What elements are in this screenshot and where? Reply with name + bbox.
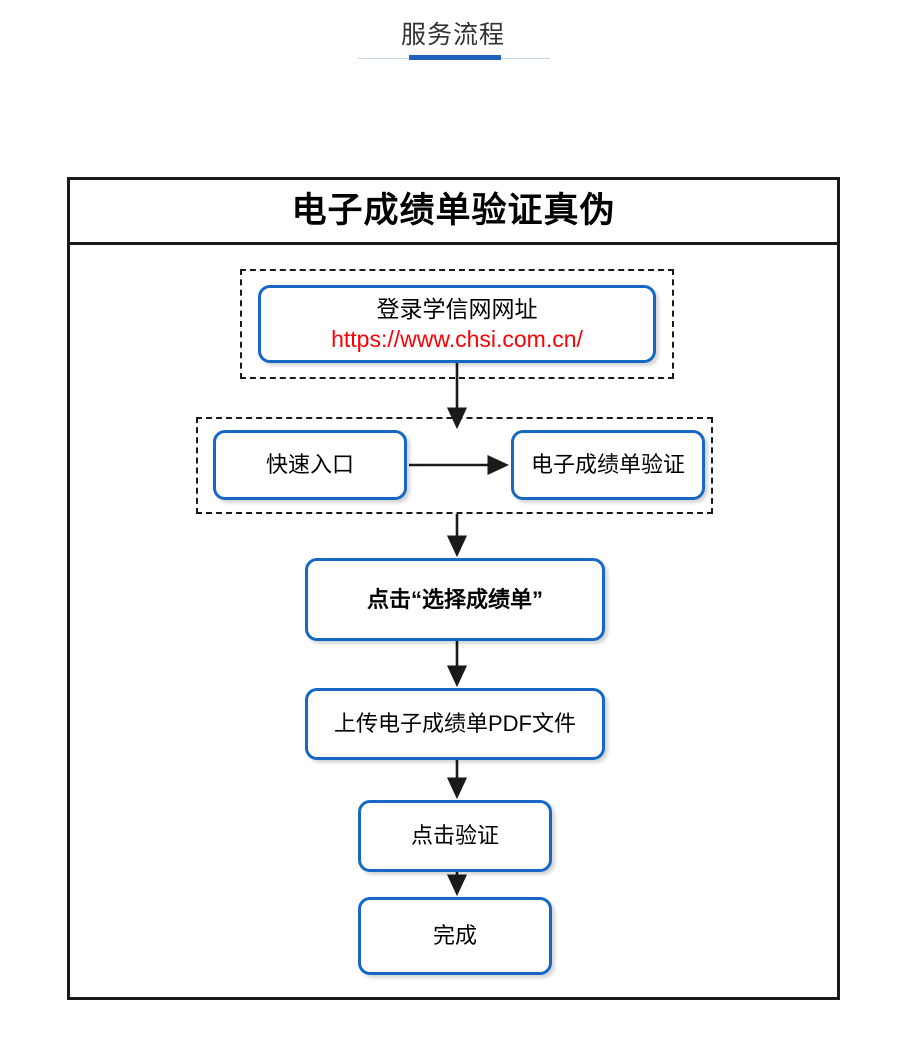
node-upload-pdf-label: 上传电子成绩单PDF文件	[333, 711, 576, 736]
node-click-verify-label: 点击验证	[410, 823, 499, 848]
flowchart-title-band: 电子成绩单验证真伪	[70, 180, 837, 245]
header-accent-bar	[409, 55, 501, 60]
node-select-transcript[interactable]: 点击“选择成绩单”	[305, 558, 605, 641]
node-select-transcript-label: 点击“选择成绩单”	[366, 586, 543, 612]
node-login-url-line1: 登录学信网网址	[376, 296, 538, 322]
node-finish[interactable]: 完成	[358, 897, 552, 975]
node-electronic-transcript-verify-label: 电子成绩单验证	[530, 452, 685, 477]
node-login-url-link[interactable]: https://www.chsi.com.cn/	[331, 326, 583, 352]
page-header: 服务流程	[0, 0, 906, 80]
node-quick-entry[interactable]: 快速入口	[213, 430, 407, 500]
node-quick-entry-label: 快速入口	[265, 452, 354, 477]
node-upload-pdf[interactable]: 上传电子成绩单PDF文件	[305, 688, 605, 760]
node-finish-label: 完成	[432, 923, 477, 948]
node-click-verify[interactable]: 点击验证	[358, 800, 552, 872]
flowchart-frame: 电子成绩单验证真伪 登录学信网网址 https://www.chsi.com.c…	[67, 177, 840, 1000]
node-login-url[interactable]: 登录学信网网址 https://www.chsi.com.cn/	[258, 285, 656, 363]
node-electronic-transcript-verify[interactable]: 电子成绩单验证	[511, 430, 705, 500]
page-title: 服务流程	[400, 21, 505, 49]
flowchart-title: 电子成绩单验证真伪	[291, 191, 616, 230]
